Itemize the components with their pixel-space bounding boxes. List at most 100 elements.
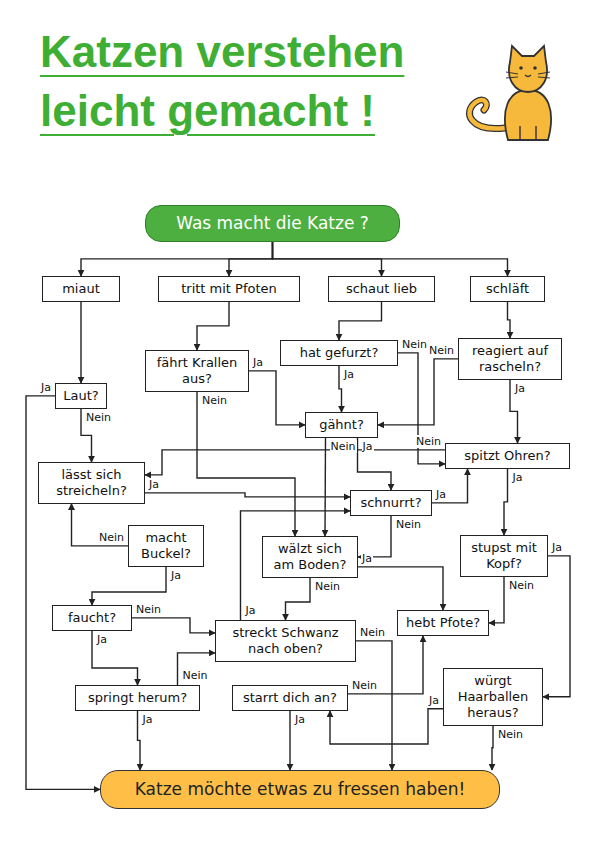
flow-arrow (508, 302, 511, 338)
edge-label: Nein (330, 440, 357, 453)
question-box: schläft (470, 276, 545, 302)
box-text: Katze möchte etwas zu fressen haben! (109, 779, 491, 800)
edge-label: Nein (182, 669, 209, 682)
flow-arrow (324, 438, 326, 536)
box-text: Laut? (61, 388, 101, 404)
question-box: gähnt? (305, 412, 378, 438)
flow-arrow (81, 242, 273, 276)
box-text: reagiert auf rascheln? (464, 343, 556, 375)
flow-arrow (348, 636, 423, 694)
question-box: spitzt Ohren? (445, 443, 570, 469)
question-box: miaut (42, 276, 120, 302)
flow-arrow (330, 709, 443, 744)
box-text: gähnt? (311, 417, 372, 433)
flow-arrow (197, 302, 229, 350)
question-box: würgt Haarballen heraus? (443, 668, 543, 726)
flow-arrow (339, 302, 382, 340)
edge-label: Ja (362, 440, 374, 453)
question-box: hebt Pfote? (397, 610, 489, 636)
edge-label: Ja (551, 541, 563, 554)
edge-label: Nein (359, 626, 386, 639)
edge-label: Ja (514, 382, 526, 395)
flow-arrow (92, 567, 166, 605)
flow-arrow (398, 353, 445, 464)
box-text: würgt Haarballen heraus? (449, 673, 537, 721)
edge-label: Ja (252, 356, 264, 369)
flow-arrow (197, 392, 295, 536)
flow-arrow (72, 504, 129, 546)
question-box: reagiert auf rascheln? (458, 338, 562, 380)
edge-label: Nein (351, 679, 378, 692)
flow-arrow (339, 366, 342, 412)
question-box: starrt dich an? (232, 685, 348, 711)
question-box: stupst mit Kopf? (460, 535, 548, 577)
box-text: spitzt Ohren? (451, 448, 564, 464)
box-text: schläft (476, 281, 539, 297)
edge-label: Ja (428, 694, 440, 707)
box-text: miaut (48, 281, 114, 297)
question-box: springt herum? (75, 685, 200, 711)
edge-label: Ja (148, 478, 160, 491)
box-text: tritt mit Pfoten (164, 281, 294, 297)
edge-label: Ja (343, 368, 355, 381)
page-title: Katzen verstehen leicht gemacht ! (40, 22, 480, 141)
flow-arrow (289, 711, 290, 770)
flow-arrow (358, 438, 392, 490)
box-text: hebt Pfote? (403, 615, 483, 631)
question-box: wälzt sich am Boden? (262, 536, 358, 578)
edge-label: Ja (512, 471, 524, 484)
question-box: Laut? (55, 383, 107, 409)
edge-label: Nein (201, 394, 228, 407)
flow-arrow (358, 567, 443, 610)
box-text: schaut lieb (334, 281, 429, 297)
edge-label: Ja (294, 713, 306, 726)
flow-arrow (178, 653, 216, 685)
flow-arrow (229, 242, 273, 276)
edge-label: Nein (395, 518, 422, 531)
box-text: starrt dich an? (238, 690, 342, 706)
edge-label: Ja (245, 604, 257, 617)
question-box: macht Buckel? (128, 525, 204, 567)
edge-label: Nein (508, 579, 535, 592)
question-box: hat gefurzt? (280, 340, 398, 366)
flow-arrow (80, 302, 81, 383)
edge-label: Ja (142, 713, 154, 726)
question-box: fährt Krallen aus? (145, 350, 249, 392)
edge-label: Nein (85, 411, 112, 424)
flow-arrow (145, 493, 350, 497)
question-box: lässt sich streicheln? (38, 462, 145, 504)
question-box: faucht? (52, 605, 132, 631)
flow-arrow (543, 556, 570, 697)
box-text: springt herum? (81, 690, 194, 706)
edge-label: Nein (497, 728, 524, 741)
box-text: schnurrt? (356, 495, 426, 511)
result-box: Katze möchte etwas zu fressen haben! (100, 770, 500, 809)
edge-label: Ja (40, 381, 52, 394)
flow-arrow (273, 242, 508, 276)
flow-arrow (26, 396, 100, 790)
edge-label: Nein (314, 580, 341, 593)
flow-arrow (504, 469, 508, 535)
flow-arrow (432, 469, 468, 503)
question-box: schnurrt? (350, 490, 432, 516)
edge-label: Nein (415, 435, 442, 448)
edge-label: Nein (401, 338, 428, 351)
edge-label: Nein (135, 603, 162, 616)
edge-label: Ja (96, 633, 108, 646)
flow-arrow (378, 359, 458, 425)
box-text: streckt Schwanz nach oben? (221, 625, 350, 657)
box-text: macht Buckel? (134, 530, 198, 562)
box-text: stupst mit Kopf? (466, 540, 542, 572)
box-text: Was macht die Katze ? (154, 213, 391, 234)
flow-arrow (489, 577, 504, 623)
flow-arrow (492, 726, 493, 770)
flow-arrow (249, 371, 305, 425)
flow-arrow (358, 516, 391, 557)
flow-arrow (356, 641, 392, 770)
box-text: hat gefurzt? (286, 345, 392, 361)
question-box: tritt mit Pfoten (158, 276, 300, 302)
edge-label: Nein (428, 344, 455, 357)
edge-label: Ja (170, 569, 182, 582)
box-text: fährt Krallen aus? (151, 355, 243, 387)
box-text: faucht? (58, 610, 126, 626)
